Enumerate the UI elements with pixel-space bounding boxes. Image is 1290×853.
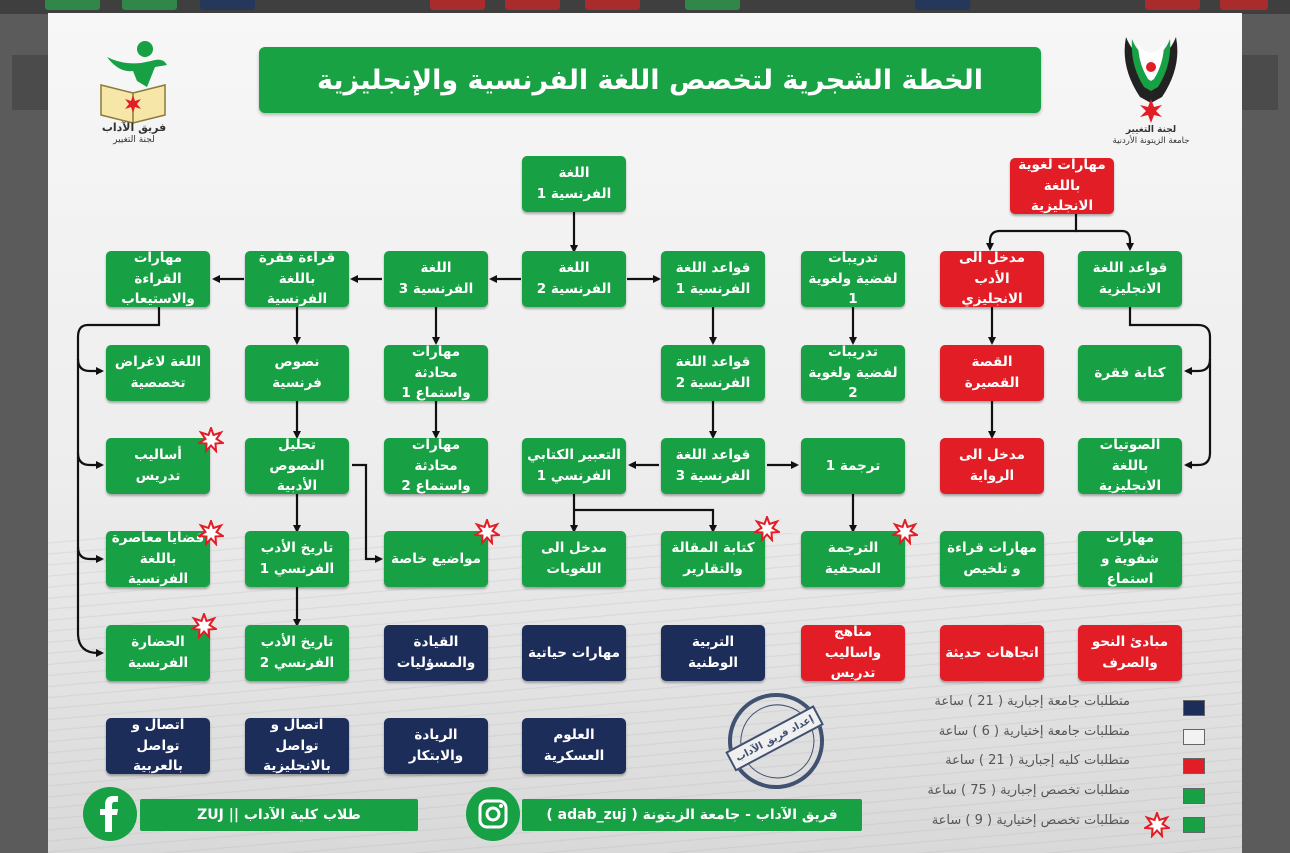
instagram-account-label[interactable]: فريق الآداب - جامعة الزيتونة ( adab_zuj … [522,799,862,831]
bg-tab [1145,0,1200,10]
tree-plan-poster: فريق الآداب لجنة التغيير لجنة التغيير جا… [48,13,1242,853]
elective-star-icon [191,613,217,639]
course-french-3[interactable]: اللغة الفرنسية 3 [384,251,488,307]
committee-logo-sub: جامعة الزيتونة الأردنية [1112,136,1190,146]
committee-logo-name: لجنة التغيير [1125,125,1177,135]
course-oral-listening-skills[interactable]: مهارات شفوية و استماع [1078,530,1182,587]
course-national-education[interactable]: التربية الوطنية [661,625,765,681]
elective-star-icon [198,427,224,453]
course-press-translation[interactable]: الترجمة الصحفية [801,531,905,587]
elective-star-icon [198,520,224,546]
course-english-grammar[interactable]: قواعد اللغة الانجليزية [1078,251,1182,307]
facebook-icon[interactable] [83,787,137,841]
course-modern-trends[interactable]: اتجاهات حديثة [940,625,1044,681]
bg-tab [685,0,740,10]
page-title: الخطة الشجرية لتخصص اللغة الفرنسية والإن… [259,47,1041,113]
course-written-expression-1[interactable]: التعبير الكتابي الفرنسي 1 [522,438,626,494]
bg-tab [585,0,640,10]
course-linguistic-drills-1[interactable]: تدريبات لفضية ولغوية 1 [801,250,905,307]
bg-tab [122,0,177,10]
course-syntax-morphology[interactable]: مبادئ النحو والصرف [1078,625,1182,681]
course-phonetics[interactable]: الصوتيات باللغة الانجليزية [1078,437,1182,494]
course-life-skills[interactable]: مهارات حياتية [522,625,626,681]
facebook-page-label[interactable]: طلاب كلية الآداب || ZUJ [140,799,418,831]
legend-label-university-elective: متطلبات جامعة إختيارية ( 6 ) ساعة [938,724,1130,739]
bg-tab [915,0,970,10]
team-logo-sub: لجنة التغيير [113,135,155,145]
bg-tab [505,0,560,10]
course-literature-history-1[interactable]: تاريخ الأدب الفرنسي 1 [245,531,349,587]
legend-label-college-mandatory: متطلبات كليه إجبارية ( 21 ) ساعة [945,753,1130,768]
course-communication-arabic[interactable]: اتصال و تواصل بالعربية [106,717,210,774]
course-entrepreneurship[interactable]: الريادة والابتكار [384,718,488,774]
course-essay-reports[interactable]: كتابة المقالة والتقارير [661,531,765,587]
committee-logo-icon [1124,37,1178,123]
course-communication-english[interactable]: اتصال و تواصل بالانجليزية [245,717,349,774]
elective-star-icon [474,519,500,545]
legend-swatch-navy [1183,700,1205,716]
course-english-language-skills[interactable]: مهارات لغوية باللغة الانجليزية [1010,157,1114,214]
legend-swatch-red [1183,758,1205,774]
course-french-1[interactable]: اللغة الفرنسية 1 [522,156,626,212]
course-intro-english-literature[interactable]: مدخل الى الأدب الانجليزي [940,250,1044,307]
course-contemporary-issues[interactable]: قضايا معاصرة باللغة الفرنسية [106,530,210,587]
course-military-science[interactable]: العلوم العسكرية [522,718,626,774]
course-conversation-2[interactable]: مهارات محادثة واستماع 2 [384,437,488,494]
team-logo-icon [100,41,167,124]
legend-swatch-green-star [1183,817,1205,833]
course-intro-novel[interactable]: مدخل الى الرواية [940,438,1044,494]
browser-strip [0,0,1290,14]
legend-label-major-mandatory: متطلبات تخصص إجبارية ( 75 ) ساعة [927,783,1130,798]
course-literary-analysis[interactable]: تحليل النصوص الأدبية [245,437,349,494]
course-french-grammar-2[interactable]: قواعد اللغة الفرنسية 2 [661,345,765,401]
course-translation-1[interactable]: ترجمة 1 [801,438,905,494]
course-leadership[interactable]: القيادة والمسؤليات [384,625,488,681]
course-reading-summarizing[interactable]: مهارات قراءة و تلخيص [940,531,1044,587]
team-logo-name: فريق الآداب [101,121,167,134]
legend-swatch-white [1183,729,1205,745]
elective-star-icon [754,516,780,542]
bg-panel [1242,55,1278,110]
course-short-story[interactable]: القصة القصيرة [940,345,1044,401]
legend-label-university-mandatory: متطلبات جامعة إجبارية ( 21 ) ساعة [934,694,1130,709]
course-language-specific-purposes[interactable]: اللغة لاغراض تخصصية [106,345,210,401]
bg-tab [1220,0,1268,10]
elective-star-icon [892,519,918,545]
course-teaching-methods[interactable]: أساليب تدريس [106,438,210,494]
instagram-icon[interactable] [466,787,520,841]
course-french-grammar-3[interactable]: قواعد اللغة الفرنسية 3 [661,438,765,494]
course-special-topics[interactable]: مواضيع خاصة [384,531,488,587]
course-conversation-1[interactable]: مهارات محادثة واستماع 1 [384,344,488,401]
legend-swatch-green [1183,788,1205,804]
course-french-civilization[interactable]: الحضارة الفرنسية [106,625,210,681]
course-reading-skills[interactable]: مهارات القراءة والاستيعاب [106,250,210,307]
elective-star-icon [1144,812,1170,838]
bg-panel [12,55,48,110]
bg-tab [200,0,255,10]
course-french-texts[interactable]: نصوص فرنسية [245,345,349,401]
course-read-paragraph-french[interactable]: قراءة فقرة باللغة الفرنسية [245,250,349,307]
bg-tab [430,0,485,10]
course-intro-linguistics[interactable]: مدخل الى اللغويات [522,531,626,587]
course-literature-history-2[interactable]: تاريخ الأدب الفرنسي 2 [245,625,349,681]
course-french-grammar-1[interactable]: قواعد اللغة الفرنسية 1 [661,251,765,307]
course-french-2[interactable]: اللغة الفرنسية 2 [522,251,626,307]
course-curricula-methods[interactable]: مناهج واساليب تدريس [801,624,905,681]
legend-label-major-elective: متطلبات تخصص إختيارية ( 9 ) ساعة [931,813,1130,828]
course-paragraph-writing[interactable]: كتابة فقرة [1078,345,1182,401]
course-linguistic-drills-2[interactable]: تدريبات لفضية ولغوية 2 [801,344,905,401]
bg-tab [45,0,100,10]
